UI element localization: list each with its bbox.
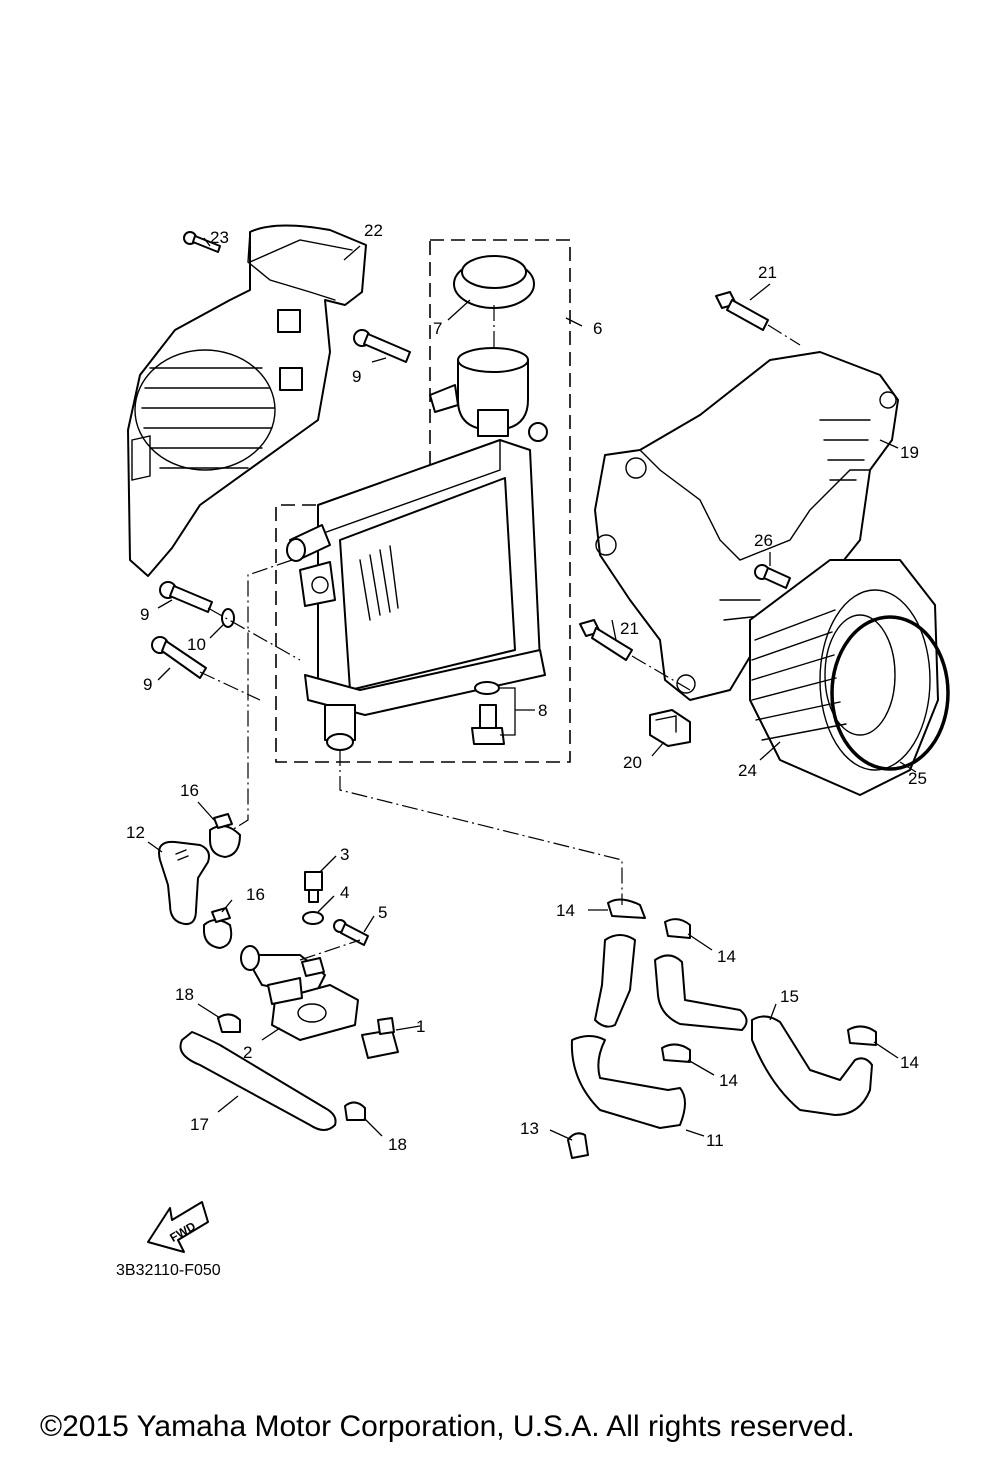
callout-4: 4 xyxy=(340,883,349,902)
bolt-9-middle xyxy=(159,581,213,613)
radiator-cover xyxy=(127,224,367,577)
callout-3: 3 xyxy=(340,845,349,864)
clip-13 xyxy=(567,1132,589,1159)
hose-clamp-14-b xyxy=(664,918,691,939)
callout-23: 23 xyxy=(210,228,229,247)
callout-16-upper: 16 xyxy=(180,781,199,800)
callout-14-b: 14 xyxy=(717,947,736,966)
bolt-21-upper xyxy=(715,291,769,331)
washer-10 xyxy=(221,608,235,628)
bolt-5 xyxy=(333,919,369,946)
routing-line-bolt9 xyxy=(199,607,301,701)
hose-11 xyxy=(570,934,686,1129)
thermostat-sender xyxy=(361,1017,399,1059)
copyright-notice: ©2015 Yamaha Motor Corporation, U.S.A. A… xyxy=(40,1410,855,1443)
callout-21-upper: 21 xyxy=(758,263,777,282)
callout-17: 17 xyxy=(190,1115,209,1134)
hose-clamp-14-c xyxy=(661,1043,691,1063)
washer-4 xyxy=(302,911,324,925)
callout-11: 11 xyxy=(706,1131,724,1150)
seal-ring xyxy=(830,615,950,771)
callout-22: 22 xyxy=(364,221,383,240)
routing-line-upper-hose xyxy=(231,559,293,831)
callout-13: 13 xyxy=(520,1119,539,1138)
hose-clamp-16-lower xyxy=(203,907,233,949)
bolt-9-upper xyxy=(353,329,411,363)
callout-12: 12 xyxy=(126,823,145,842)
radiator xyxy=(286,347,548,751)
callout-6: 6 xyxy=(593,319,602,338)
callout-24: 24 xyxy=(738,761,757,780)
hose-clamp-14-d xyxy=(847,1025,877,1046)
figure-code: 3B32110-F050 xyxy=(116,1262,221,1279)
damper-20 xyxy=(649,709,691,747)
hose-clamp-16-upper xyxy=(209,813,241,858)
callout-19: 19 xyxy=(900,443,919,462)
routing-line-thermostat xyxy=(299,939,361,961)
drain-bolt xyxy=(471,681,505,745)
callout-8: 8 xyxy=(538,701,547,720)
leader-lines xyxy=(147,237,917,1141)
callout-1: 1 xyxy=(416,1017,425,1036)
callout-14-d: 14 xyxy=(900,1053,919,1072)
callout-labels: 1 2 3 4 5 6 7 8 9 9 10 9 11 12 13 14 14 … xyxy=(126,221,927,1154)
callout-14-c: 14 xyxy=(719,1071,738,1090)
callout-16-lower: 16 xyxy=(246,885,265,904)
callout-9-lower: 9 xyxy=(143,675,152,694)
bolt-9-lower xyxy=(151,636,207,679)
callout-10: 10 xyxy=(187,635,206,654)
callout-18-upper: 18 xyxy=(175,985,194,1004)
callout-26: 26 xyxy=(754,531,773,550)
hose-17 xyxy=(179,1031,337,1131)
screw-3 xyxy=(304,871,323,903)
routing-line-bolts21 xyxy=(631,324,801,691)
callout-5: 5 xyxy=(378,903,387,922)
callout-9-middle: 9 xyxy=(140,605,149,624)
radiator-cap xyxy=(453,255,535,309)
bolt-23 xyxy=(183,231,221,253)
callout-21-lower: 21 xyxy=(620,619,639,638)
routing-line-lower-hose xyxy=(339,750,623,905)
callout-25: 25 xyxy=(908,769,927,788)
fwd-arrow-icon: FWD xyxy=(147,1201,209,1253)
callout-14-a: 14 xyxy=(556,901,575,920)
clip-18-lower xyxy=(344,1101,366,1121)
bolt-21-lower xyxy=(579,619,633,661)
hose-12 xyxy=(158,840,210,926)
callout-20: 20 xyxy=(623,753,642,772)
callout-9-upper: 9 xyxy=(352,367,361,386)
callout-18-lower: 18 xyxy=(388,1135,407,1154)
hose-15 xyxy=(654,954,873,1116)
hose-clamp-14-a xyxy=(607,898,646,919)
thermostat-housing xyxy=(240,945,359,1041)
callout-15: 15 xyxy=(780,987,799,1006)
bolt-26 xyxy=(754,564,791,589)
callout-2: 2 xyxy=(243,1043,252,1062)
callout-7: 7 xyxy=(433,319,442,338)
clip-18-upper xyxy=(217,1013,241,1033)
